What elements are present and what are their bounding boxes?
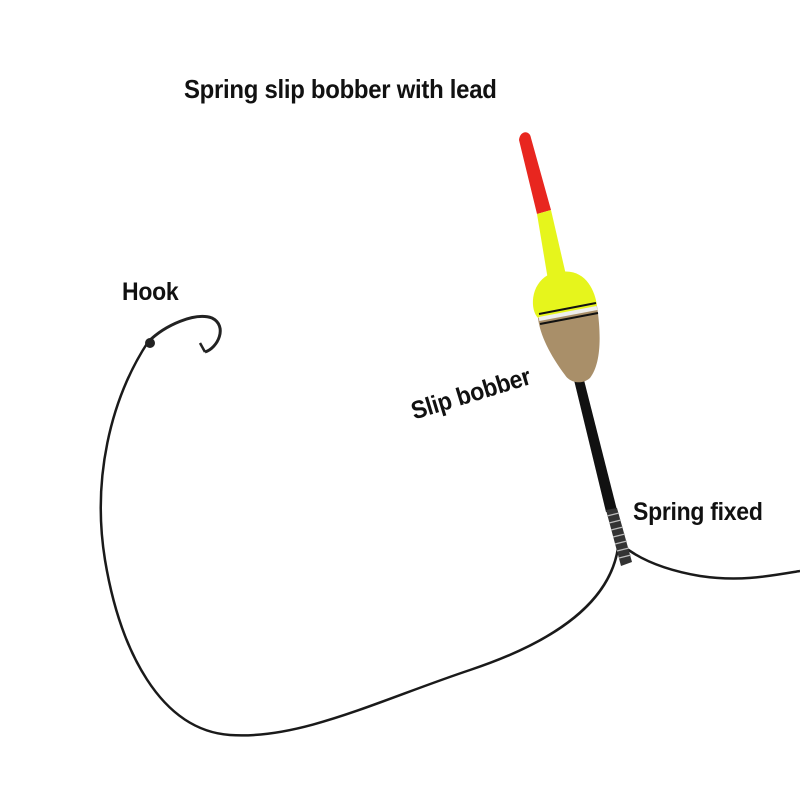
page-title: Spring slip bobber with lead <box>184 74 497 104</box>
slip-bobber-icon <box>519 132 632 566</box>
label-spring-fixed: Spring fixed <box>633 498 763 526</box>
fishing-line-right <box>621 544 800 580</box>
label-hook: Hook <box>122 278 179 306</box>
hook-icon <box>145 315 222 354</box>
fishing-line <box>99 341 620 737</box>
